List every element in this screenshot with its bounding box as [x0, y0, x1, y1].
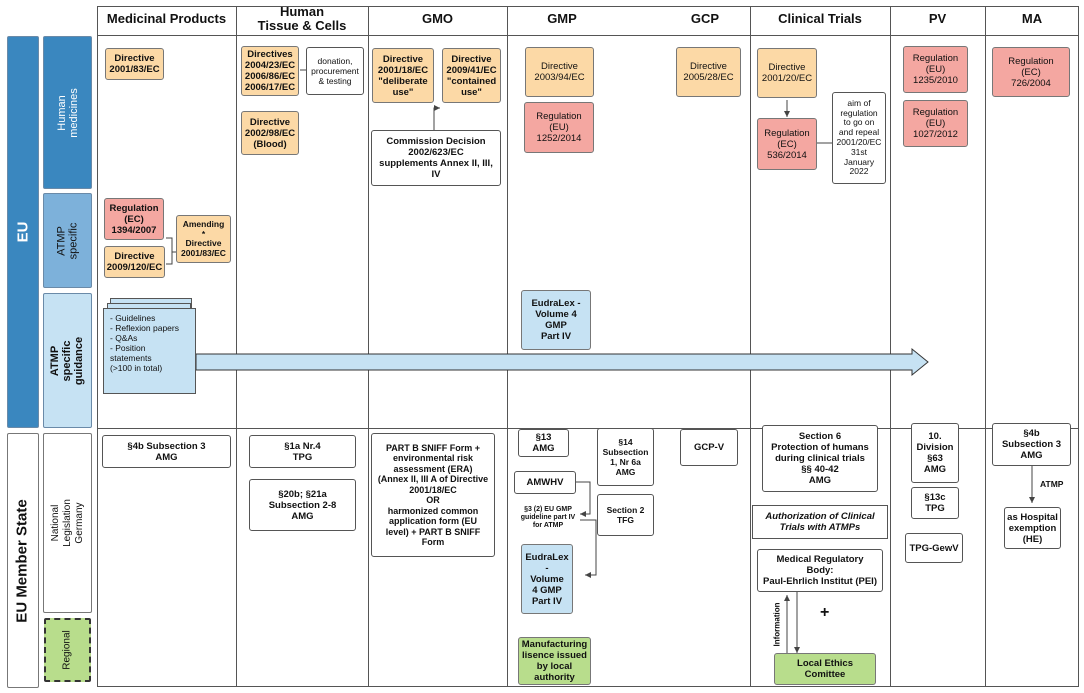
- gmp-guideline-label: §3 (2) EU GMP guideline part IV for ATMP: [520, 506, 576, 529]
- amg-13-box: §13 AMG: [518, 429, 569, 457]
- regulation-536-2014-box: Regulation (EC) 536/2014: [757, 118, 817, 170]
- sniff-form-box: PART B SNIFF Form + environmental risk a…: [371, 433, 495, 557]
- directive-2009-41-box: Directive 2009/41/EC "contained use": [442, 48, 501, 103]
- amending-directive-box: Amending * Directive 2001/83/EC: [176, 215, 231, 263]
- row-label-atmp-specific: ATMP specific: [43, 193, 92, 288]
- row-label-national-legislation: National Legislation Germany: [43, 433, 92, 613]
- directive-2003-94-box: Directive 2003/94/EC: [525, 47, 594, 97]
- tfg-section-2-box: Section 2 TFG: [597, 494, 654, 536]
- tpg-1a-box: §1a Nr.4 TPG: [249, 435, 356, 468]
- row-label-atmp-guidance: ATMP specific guidance: [43, 293, 92, 428]
- directive-2001-18-box: Directive 2001/18/EC "deliberate use": [372, 48, 434, 103]
- eu-member-state-divider: [97, 428, 1079, 429]
- column-header-gmo: GMO: [421, 11, 454, 26]
- column-header-human-tissue: Human Tissue & Cells: [257, 4, 347, 33]
- gcp-v-box: GCP-V: [680, 429, 738, 466]
- manufacturing-licence-box: Manufacturing lisence issued by local au…: [518, 637, 591, 685]
- eudralex-volume-4-germany-box: EudraLex - Volume 4 GMP Part IV: [521, 544, 573, 614]
- row-label-regional: Regional: [44, 618, 91, 682]
- column-header-gcp: GCP: [690, 11, 720, 26]
- hospital-exemption-box: as Hospital exemption (HE): [1004, 507, 1061, 549]
- amg-4b-subsection-3-box: §4b Subsection 3 AMG: [102, 435, 231, 468]
- amg-20b-21a-box: §20b; §21a Subsection 2-8 AMG: [249, 479, 356, 531]
- directive-2005-28-box: Directive 2005/28/EC: [676, 47, 741, 97]
- column-header-ma: MA: [1021, 11, 1043, 26]
- column-divider: [236, 6, 237, 687]
- tpg-gewv-box: TPG-GewV: [905, 533, 963, 563]
- section-6-protection-box: Section 6 Protection of humans during cl…: [762, 425, 878, 492]
- tpg-13c-box: §13c TPG: [911, 487, 959, 519]
- amg-14-box: §14 Subsection 1, Nr 6a AMG: [597, 428, 654, 486]
- regulation-1252-2014-box: Regulation (EU) 1252/2014: [524, 102, 594, 153]
- aim-of-regulation-note: aim of regulation to go on and repeal 20…: [832, 92, 886, 184]
- column-divider: [368, 6, 369, 687]
- column-divider: [750, 6, 751, 687]
- column-divider: [890, 6, 891, 687]
- commission-decision-box: Commission Decision 2002/623/EC suppleme…: [371, 130, 501, 186]
- column-header-clinical-trials: Clinical Trials: [778, 11, 862, 26]
- local-ethics-committee-box: Local Ethics Comittee: [774, 653, 876, 685]
- column-header-pv: PV: [928, 11, 947, 26]
- header-divider: [97, 35, 1079, 36]
- column-header-medicinal-products: Medicinal Products: [106, 11, 227, 26]
- plus-sign: +: [820, 604, 830, 621]
- guidance-documents-box: - Guidelines - Reflexion papers - Q&As -…: [103, 308, 196, 394]
- atmp-arrow-label: ATMP: [1040, 479, 1064, 489]
- regulation-1394-2007-box: Regulation (EC) 1394/2007: [104, 198, 164, 240]
- amg-4b-ma-box: §4b Subsection 3 AMG: [992, 423, 1071, 466]
- regulation-1027-2012-box: Regulation (EU) 1027/2012: [903, 100, 968, 147]
- amwhv-box: AMWHV: [514, 471, 576, 494]
- directive-2009-120-box: Directive 2009/120/EC: [104, 246, 165, 278]
- column-divider: [507, 6, 508, 687]
- directive-2001-20-box: Directive 2001/20/EC: [757, 48, 817, 98]
- directive-2002-98-box: Directive 2002/98/EC (Blood): [241, 111, 299, 155]
- donation-procurement-box: donation, procurement & testing: [306, 47, 364, 95]
- regulation-1235-2010-box: Regulation (EU) 1235/2010: [903, 46, 968, 93]
- amg-63-box: 10. Division §63 AMG: [911, 423, 959, 483]
- diagram-frame: [97, 6, 1079, 687]
- column-divider: [985, 6, 986, 687]
- directives-2004-23-box: Directives 2004/23/EC 2006/86/EC 2006/17…: [241, 46, 299, 96]
- row-label-human-medicines: Human medicines: [43, 36, 92, 189]
- information-label: Information: [772, 602, 782, 646]
- directive-2001-83-box: Directive 2001/83/EC: [105, 48, 164, 80]
- row-label-eu: EU: [7, 36, 39, 428]
- authorization-clinical-trials-box: Authorization of Clinical Trials with AT…: [752, 505, 888, 539]
- regulation-726-2004-box: Regulation (EC) 726/2004: [992, 47, 1070, 97]
- column-header-gmp: GMP: [547, 11, 577, 26]
- row-label-member-state: EU Member State: [7, 433, 39, 688]
- paul-ehrlich-institut-box: Medical Regulatory Body: Paul-Ehrlich In…: [757, 549, 883, 592]
- eudralex-volume-4-box: EudraLex - Volume 4 GMP Part IV: [521, 290, 591, 350]
